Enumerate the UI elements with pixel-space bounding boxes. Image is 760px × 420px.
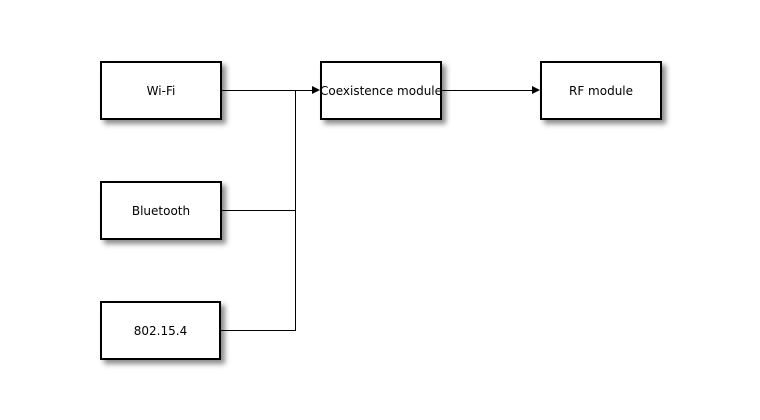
block-802-15-4[interactable]: 802.15.4 [100,301,221,360]
block-bluetooth-label: Bluetooth [131,203,191,218]
block-coexistence-module-label: Coexistence module [319,83,443,98]
block-wifi[interactable]: Wi-Fi [100,61,222,120]
block-rf-module-label: RF module [568,83,634,98]
block-bluetooth[interactable]: Bluetooth [100,181,222,240]
block-802-15-4-label: 802.15.4 [133,323,188,338]
block-coexistence-module[interactable]: Coexistence module [320,61,442,120]
connector-coexistence-to-rf [442,90,533,91]
connector-wifi-to-coexistence [222,90,314,91]
arrowhead-into-rf-icon [532,86,540,94]
block-wifi-label: Wi-Fi [146,83,176,98]
block-rf-module[interactable]: RF module [540,61,662,120]
arrowhead-into-coexistence-icon [312,86,320,94]
connector-zigbee-to-trunk [221,330,296,331]
connector-bluetooth-to-trunk [222,210,296,211]
